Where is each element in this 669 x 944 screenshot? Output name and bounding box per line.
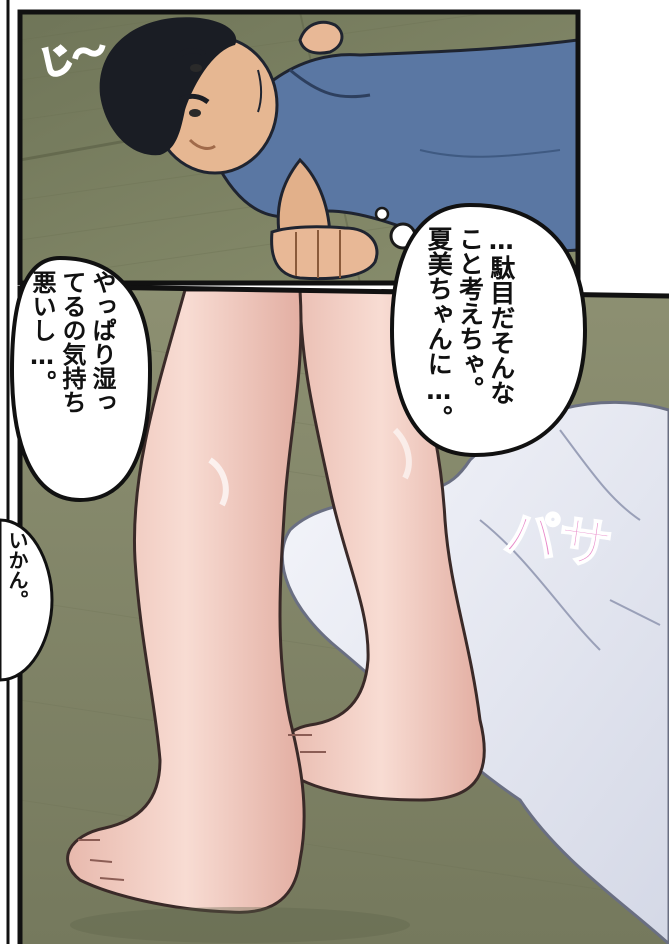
thought-bubble-text: …駄目だそんな こと考えちゃ。 夏美ちゃんに…。 xyxy=(424,226,516,430)
edge-bubble xyxy=(0,518,54,682)
sfx-drop: パサ xyxy=(499,500,617,579)
leg-left xyxy=(66,288,306,914)
top-panel xyxy=(20,12,578,283)
speech-bubble-text: やっぱり湿っ てるの気持ち 悪いし…。 xyxy=(28,270,116,414)
man-fist xyxy=(270,225,379,281)
thought-bubble xyxy=(389,202,588,458)
speech-bubble xyxy=(9,255,153,503)
bottom-panel xyxy=(20,286,669,944)
thought-dot-small xyxy=(374,206,390,222)
leg-right xyxy=(276,288,486,802)
edge-bubble-text: いかん。 xyxy=(5,530,29,610)
